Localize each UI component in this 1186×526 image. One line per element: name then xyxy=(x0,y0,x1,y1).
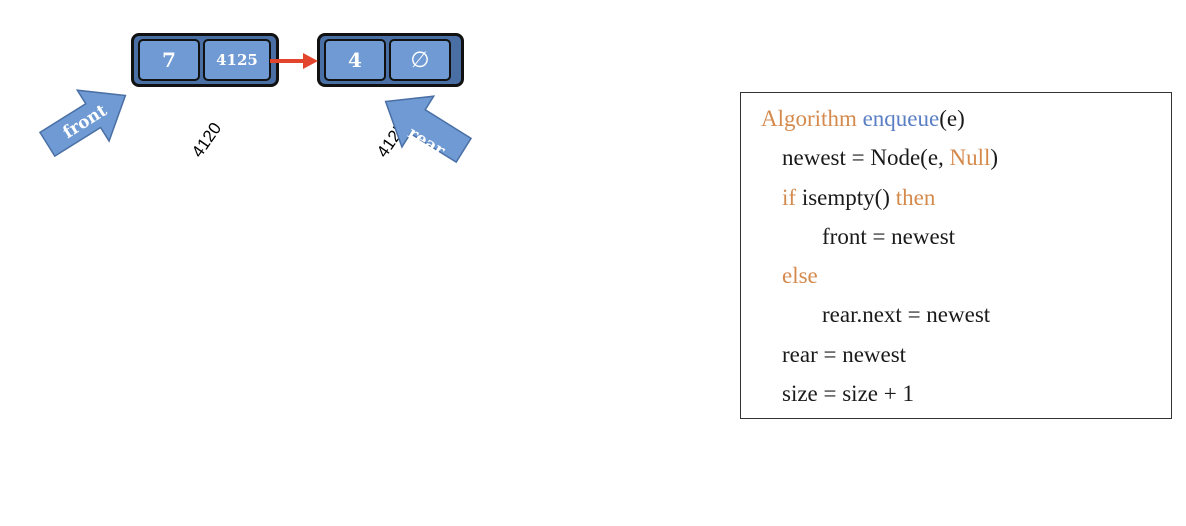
algorithm-box: Algorithm enqueue(e) newest = Node(e, Nu… xyxy=(740,92,1172,419)
rear-arrow-icon: rear xyxy=(384,95,473,164)
else-keyword: else xyxy=(782,263,818,289)
code-line-2-cond: isempty() xyxy=(796,184,896,210)
null-keyword: Null xyxy=(949,145,991,171)
algorithm-header: Algorithm enqueue(e) xyxy=(741,101,1171,140)
code-line-7: size = size + 1 xyxy=(782,381,914,407)
code-line-2: if isempty() then xyxy=(741,180,1171,219)
code-line-1-close: ) xyxy=(990,145,999,171)
code-line-6: rear = newest xyxy=(782,341,907,367)
node-2: 4 ∅ xyxy=(317,33,464,87)
algorithm-keyword: Algorithm xyxy=(761,106,857,131)
code-line-1-text: newest = Node(e, xyxy=(782,145,950,171)
node-1-data: 7 xyxy=(138,39,200,81)
if-keyword: if xyxy=(782,184,797,210)
then-keyword: then xyxy=(895,184,936,210)
link-arrow-icon xyxy=(270,53,318,69)
code-line-1: newest = Node(e, Null) xyxy=(741,140,1171,179)
node-2-data: 4 xyxy=(324,39,386,81)
code-line-5: rear.next = newest xyxy=(822,302,991,328)
algorithm-params: (e) xyxy=(939,106,965,131)
front-arrow-icon: front xyxy=(38,89,127,158)
algorithm-name: enqueue xyxy=(862,106,940,131)
code-line-3: front = newest xyxy=(822,223,956,249)
node-2-next: ∅ xyxy=(389,39,451,81)
